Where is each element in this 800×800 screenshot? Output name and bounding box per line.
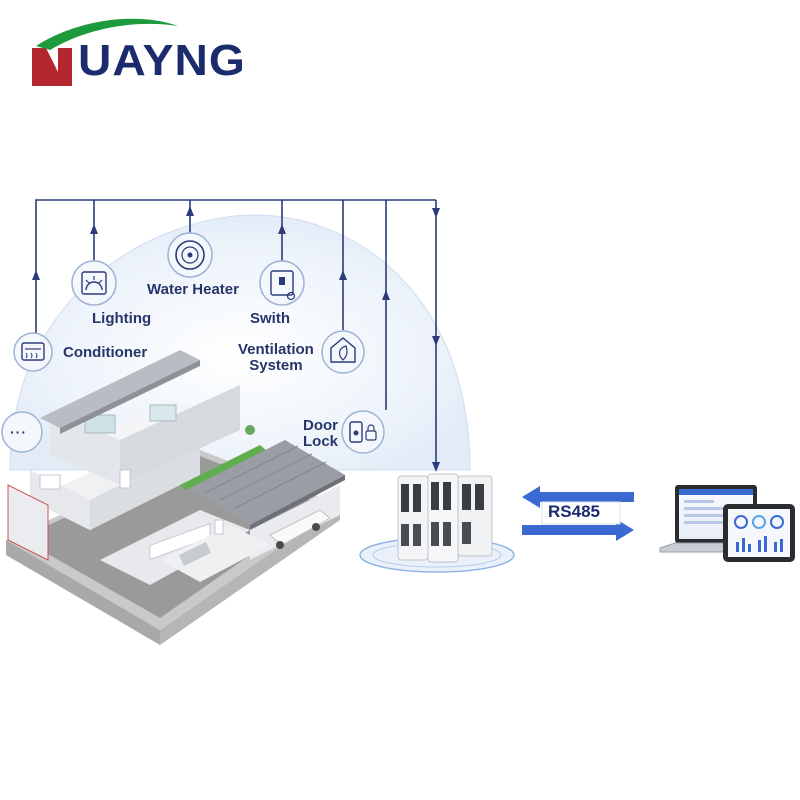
rs485-label: RS485 (548, 502, 600, 521)
house-illustration (6, 350, 345, 645)
bus-arrows (32, 206, 440, 472)
door-lock-icon (341, 410, 385, 454)
door-lock-label: Door Lock (303, 418, 338, 450)
controller-hub (359, 473, 515, 573)
halo-dome (9, 214, 471, 471)
ventilation-label-line2: System (249, 357, 303, 374)
air-conditioner-icon (13, 332, 53, 372)
lighting-icon (71, 260, 117, 306)
water-heater-icon (167, 232, 213, 278)
controller-module-1 (397, 475, 429, 561)
water-heater-label: Water Heater (147, 281, 239, 298)
ventilation-label: Ventilation System (238, 342, 314, 374)
conditioner-label: Conditioner (63, 344, 148, 361)
controller-module-3 (457, 475, 493, 557)
switch-label: Swith (250, 310, 290, 327)
more-icon (1, 411, 43, 453)
door-lock-label-line1: Door (303, 417, 338, 434)
lighting-label: Lighting (92, 310, 152, 327)
ventilation-label-line1: Ventilation (238, 341, 314, 358)
tablet-icon (723, 504, 795, 562)
door-lock-label-line2: Lock (303, 433, 339, 450)
ventilation-icon (321, 330, 365, 374)
controller-module-2 (427, 473, 459, 563)
rs485-link (522, 486, 634, 541)
logo-text: UAYNG (78, 36, 246, 85)
more-label: ··· (10, 424, 27, 440)
logo-mark (32, 18, 178, 86)
switch-icon (259, 260, 305, 306)
